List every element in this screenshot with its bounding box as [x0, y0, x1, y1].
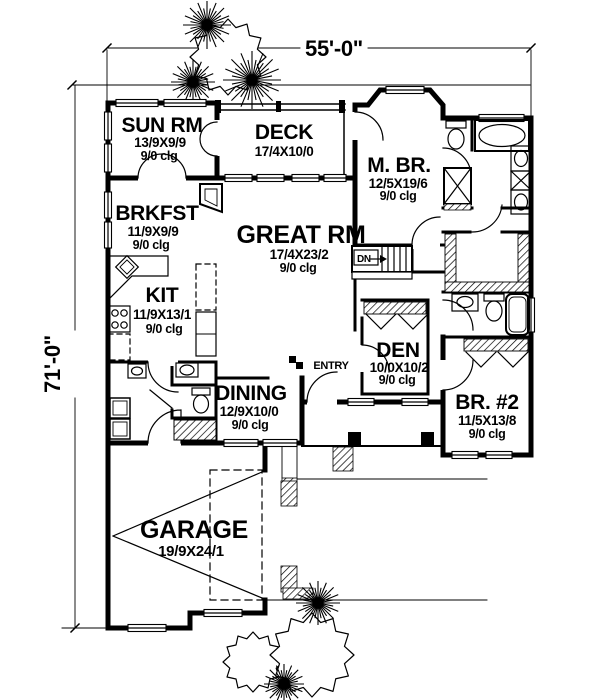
garage-name: GARAGE	[140, 516, 248, 544]
label-garage: GARAGE 19/9X24/1	[140, 516, 248, 560]
dimension-lines: 55'-0" 71'-0"	[40, 36, 537, 634]
great-room-name: GREAT RM	[236, 221, 365, 249]
deck-size: 17/4X10/0	[255, 144, 314, 159]
kitchen-name: KIT	[146, 284, 179, 307]
den-size: 10/0X10/2	[370, 360, 429, 375]
room-labels: SUN RM 13/9X9/9 9/0 clg DECK 17/4X10/0 M…	[115, 114, 519, 560]
master-bedroom-name: M. BR.	[367, 154, 431, 177]
shrub-icon	[169, 58, 217, 106]
laundry-fixtures	[109, 362, 217, 441]
label-breakfast: BRKFST 11/9X9/9 9/0 clg	[115, 202, 199, 252]
windows	[103, 85, 536, 633]
landscaping-top	[169, 0, 283, 111]
sun-room-name: SUN RM	[121, 114, 202, 137]
stairs: DN	[351, 245, 413, 280]
master-bath-fixtures	[443, 119, 532, 215]
label-deck: DECK 17/4X10/0	[255, 121, 314, 159]
breakfast-ceiling: 9/0 clg	[133, 238, 170, 252]
fireplace-icon	[199, 183, 223, 214]
entry-marker-icon	[289, 356, 303, 369]
den-closet	[363, 301, 429, 330]
great-room-size: 17/4X23/2	[270, 247, 329, 262]
kitchen-fixtures	[107, 254, 217, 361]
breakfast-name: BRKFST	[115, 202, 199, 225]
bedroom2-ceiling: 9/0 clg	[469, 427, 506, 441]
stairs-down-label: DN	[357, 254, 371, 265]
dining-size: 12/9X10/0	[220, 404, 279, 419]
bedroom2-closet	[463, 338, 529, 368]
sun-room-ceiling: 9/0 clg	[141, 149, 178, 163]
site-lines	[264, 445, 488, 601]
label-den: DEN 10/0X10/2 9/0 clg	[370, 339, 429, 387]
doors	[137, 111, 503, 447]
second-bath-fixtures	[451, 293, 530, 336]
label-kitchen: KIT 11/9X13/1 9/0 clg	[133, 284, 192, 336]
label-master-bedroom: M. BR. 12/5X19/6 9/0 clg	[367, 154, 431, 203]
garage-size: 19/9X24/1	[158, 543, 224, 560]
label-sun-room: SUN RM 13/9X9/9 9/0 clg	[121, 114, 202, 163]
entry-label: ENTRY	[313, 360, 349, 372]
dining-name: DINING	[215, 382, 287, 405]
height-dimension-label: 71'-0"	[40, 335, 65, 393]
bedroom2-size: 11/5X13/8	[458, 413, 517, 428]
master-bedroom-ceiling: 9/0 clg	[380, 189, 417, 203]
shrub-icon	[221, 49, 283, 111]
den-name: DEN	[376, 339, 419, 362]
dining-ceiling: 9/0 clg	[232, 418, 269, 432]
label-great-room: GREAT RM 17/4X23/2 9/0 clg	[236, 221, 365, 275]
label-bedroom2: BR. #2 11/5X13/8 9/0 clg	[455, 391, 519, 441]
deck-name: DECK	[255, 121, 313, 144]
kitchen-size: 11/9X13/1	[133, 307, 192, 322]
bedroom2-name: BR. #2	[455, 391, 519, 414]
den-ceiling: 9/0 clg	[379, 373, 416, 387]
width-dimension-label: 55'-0"	[305, 36, 363, 61]
shrub-icon	[181, 0, 233, 51]
garage-markings	[112, 469, 263, 601]
kitchen-ceiling: 9/0 clg	[146, 322, 183, 336]
porch	[301, 432, 444, 472]
breakfast-size: 11/9X9/9	[128, 224, 179, 239]
label-dining: DINING 12/9X10/0 9/0 clg	[215, 382, 287, 432]
sun-room-size: 13/9X9/9	[134, 135, 186, 150]
walk-in-closet	[444, 233, 530, 293]
tree-icon	[223, 632, 283, 692]
master-bedroom-size: 12/5X19/6	[369, 176, 429, 191]
shrub-icon	[294, 579, 342, 627]
great-room-ceiling: 9/0 clg	[280, 261, 317, 275]
